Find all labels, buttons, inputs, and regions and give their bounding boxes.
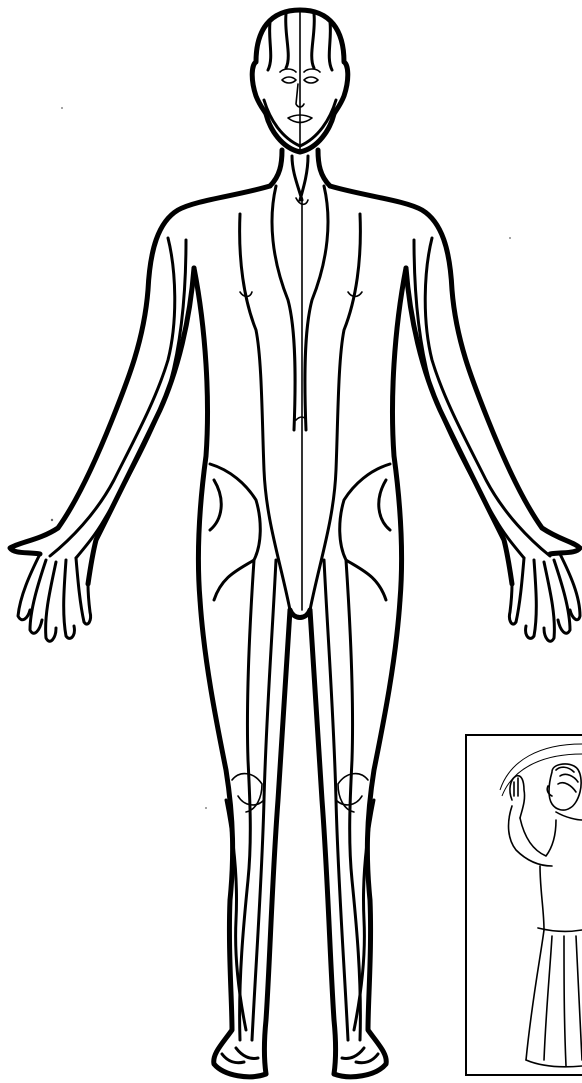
scan-specks	[51, 107, 511, 809]
head	[252, 10, 348, 152]
inset-figure	[466, 735, 582, 1075]
left-hand	[18, 554, 91, 641]
right-hand	[509, 554, 580, 641]
neck	[270, 150, 330, 204]
feet	[222, 1048, 378, 1063]
